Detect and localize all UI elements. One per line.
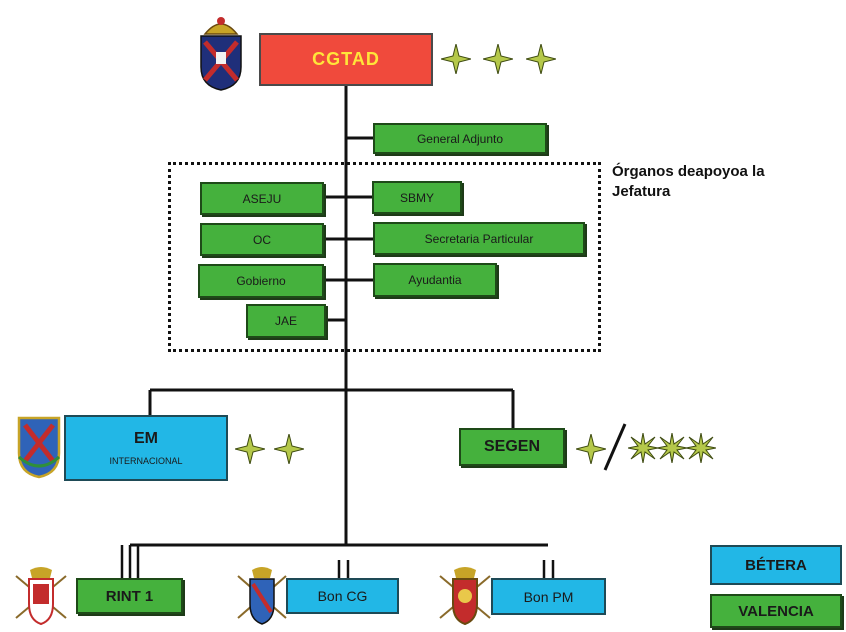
legend-betera-label: BÉTERA [745, 556, 807, 574]
coat-of-arms-icon [200, 17, 242, 91]
aseju-box: ASEJU [200, 182, 324, 215]
gobierno-box: Gobierno [198, 264, 324, 298]
bon-cg-label: Bon CG [317, 588, 368, 604]
bon-cg-box: Bon CG [286, 578, 399, 614]
star-icon [274, 434, 304, 464]
legend-valencia: VALENCIA [710, 594, 842, 628]
star-icon [441, 44, 471, 74]
oc-box: OC [200, 223, 324, 256]
sbmy-label: SBMY [399, 190, 434, 205]
star-icon [686, 433, 716, 463]
star-icon [483, 44, 513, 74]
segen-label: SEGEN [483, 438, 540, 455]
rint1-label: RINT 1 [105, 587, 154, 605]
em-title: EM [134, 430, 158, 447]
star-icon [235, 434, 265, 464]
star-icon [576, 434, 606, 464]
em-subtitle: INTERNACIONAL [109, 456, 183, 466]
cgtad-box: CGTAD [259, 33, 433, 86]
gobierno-label: Gobierno [236, 274, 286, 288]
support-group-label: Órganos deapoyoa la Jefatura [612, 163, 765, 200]
general-adjunto-label: General Adjunto [416, 131, 504, 146]
support-group-frame [168, 162, 601, 352]
rint1-box: RINT 1 [76, 578, 183, 614]
legend-valencia-label: VALENCIA [738, 602, 814, 620]
oc-label: OC [253, 232, 271, 247]
cgtad-label: CGTAD [312, 49, 380, 69]
star-icon [526, 44, 556, 74]
ayudantia-box: Ayudantia [373, 263, 497, 297]
ayudantia-label: Ayudantia [408, 273, 462, 287]
legend-betera: BÉTERA [710, 545, 842, 585]
secretaria-particular-box: Secretaria Particular [373, 222, 585, 255]
coat-of-arms-icon [15, 567, 67, 626]
em-internacional-box: EM INTERNACIONAL [64, 415, 228, 481]
secretaria-particular-label: Secretaria Particular [424, 231, 534, 246]
coat-of-arms-icon [17, 416, 61, 479]
bon-pm-label: Bon PM [523, 588, 574, 605]
aseju-label: ASEJU [242, 191, 282, 206]
general-adjunto-box: General Adjunto [373, 123, 547, 154]
sbmy-box: SBMY [372, 181, 462, 214]
jae-box: JAE [246, 304, 326, 338]
coat-of-arms-icon [439, 567, 491, 626]
slash-icon [603, 423, 627, 471]
bon-pm-box: Bon PM [491, 578, 606, 615]
segen-box: SEGEN [459, 428, 565, 466]
star-icon [657, 433, 687, 463]
coat-of-arms-icon [237, 567, 287, 625]
jae-label: JAE [274, 314, 297, 328]
star-icon [628, 433, 658, 463]
